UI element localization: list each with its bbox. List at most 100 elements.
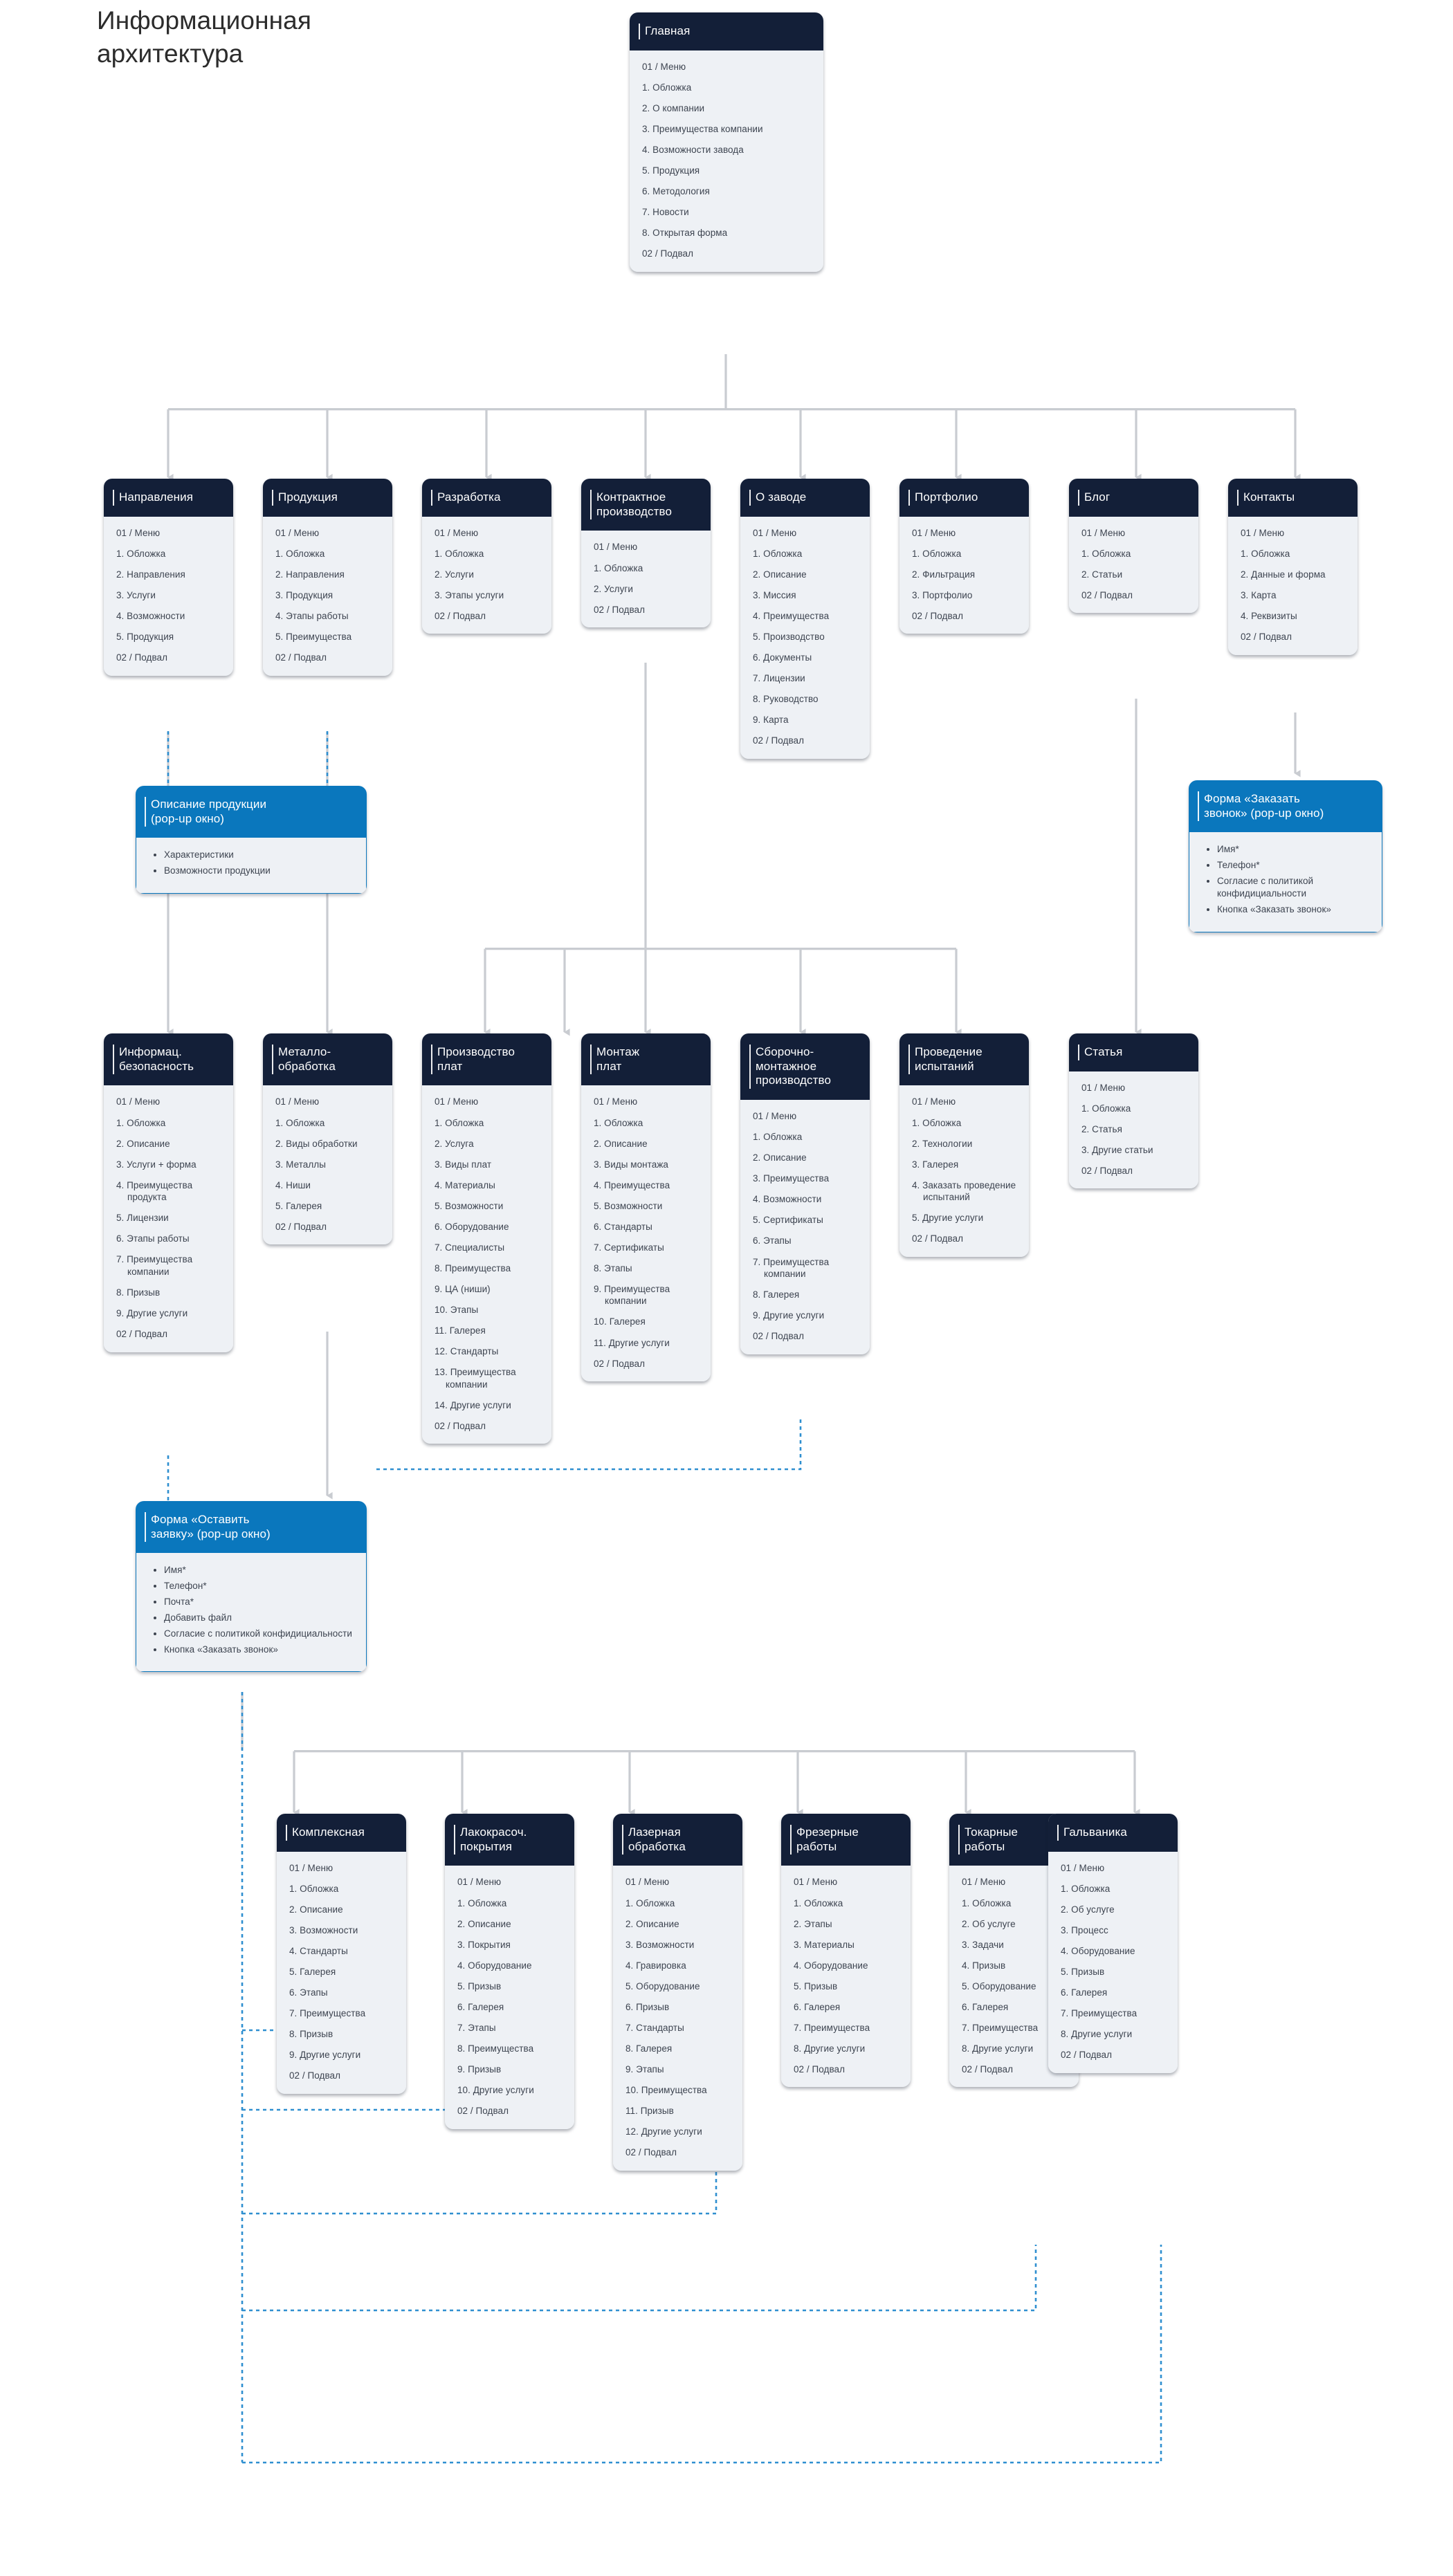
list-item: 2. Описание <box>457 1918 511 1929</box>
node-header: Блог <box>1069 479 1198 517</box>
list-item: 01 / Меню <box>625 1877 670 1888</box>
node-kontakty[interactable]: Контакты 01 / Меню 1. Обложка 2. Данные … <box>1228 479 1358 655</box>
node-galvanika[interactable]: Гальваника 01 / Меню 1. Обложка 2. Об ус… <box>1048 1814 1178 2073</box>
list-item: 8. Другие услуги <box>794 2043 866 2054</box>
list-item: 01 / Меню <box>912 1096 956 1107</box>
node-provedenie-ispytaniy[interactable]: Проведение испытаний 01 / Меню 1. Обложк… <box>899 1033 1029 1257</box>
list-item: 01 / Меню <box>116 1096 161 1107</box>
list-item: 8. Галерея <box>625 2043 673 2054</box>
node-produkciya[interactable]: Продукция 01 / Меню 1. Обложка 2. Направ… <box>263 479 392 676</box>
list-item: 5. Другие услуги <box>912 1213 984 1224</box>
list-item: 5. Оборудование <box>962 1980 1036 1991</box>
list-item: 2. Статья <box>1081 1123 1122 1134</box>
list-item: 8. Преимущества <box>435 1262 511 1273</box>
list-item: 6. Галерея <box>794 2001 841 2012</box>
node-lakokrasochnye-pokrytiya[interactable]: Лакокрасоч. покрытия 01 / Меню 1. Обложк… <box>445 1814 574 2129</box>
node-lazernaya-obrabotka[interactable]: Лазерная обработка 01 / Меню 1. Обложка … <box>613 1814 742 2171</box>
node-informacionnaya-bezopasnost[interactable]: Информац. безопасность 01 / Меню 1. Обло… <box>104 1033 233 1352</box>
list-item: 5. Призыв <box>457 1980 502 1991</box>
list-item: 4. Гравировка <box>625 1960 686 1971</box>
popup-ostavit-zayavku[interactable]: Форма «Оставить заявку» (pop-up окно) Им… <box>136 1501 367 1673</box>
list-item: 3. Продукция <box>275 589 333 600</box>
list-item: 5. Оборудование <box>625 1980 700 1991</box>
list-item: 4. Возможности <box>116 610 185 621</box>
list-item: 02 / Подвал <box>116 1329 168 1340</box>
node-header: Металло- обработка <box>263 1033 392 1086</box>
node-header: Статья <box>1069 1033 1198 1071</box>
node-frezernye-raboty[interactable]: Фрезерные работы 01 / Меню 1. Обложка 2.… <box>781 1814 911 2088</box>
list-item: 01 / Меню <box>642 61 686 72</box>
node-metalloobrabotka[interactable]: Металло- обработка 01 / Меню 1. Обложка … <box>263 1033 392 1245</box>
list-item: 6. Этапы <box>289 1987 328 1998</box>
node-body: 01 / Меню 1. Обложка 2. Данные и форма 3… <box>1228 516 1358 655</box>
node-montazh-plat[interactable]: Монтаж плат 01 / Меню 1. Обложка 2. Опис… <box>581 1033 711 1382</box>
node-header: О заводе <box>740 479 870 517</box>
node-body: 01 / Меню 1. Обложка 2. Об услуге 3. Про… <box>1048 1851 1178 2073</box>
list-item: 1. Обложка <box>642 82 692 93</box>
list-item: 4. Возможности <box>753 1194 822 1205</box>
popup-title: Описание продукции (pop-up окно) <box>151 798 267 825</box>
list-item: 6. Галерея <box>1061 1987 1108 1998</box>
node-title: Проведение испытаний <box>915 1045 983 1073</box>
list-item: 12. Стандарты <box>435 1346 499 1357</box>
node-portfolio[interactable]: Портфолио 01 / Меню 1. Обложка 2. Фильтр… <box>899 479 1029 634</box>
list-item: 02 / Подвал <box>594 1358 646 1369</box>
node-header: Монтаж плат <box>581 1033 711 1086</box>
list-item: 6. Методология <box>642 186 710 197</box>
list-item: 3. Возможности <box>289 1924 358 1935</box>
list-item: 6. Призыв <box>625 2001 670 2012</box>
node-glavnaya[interactable]: Главная 01 / Меню 1. Обложка 2. О компан… <box>630 12 823 272</box>
list-item: 13. Преимущества компании <box>435 1367 516 1390</box>
node-header: Главная <box>630 12 823 50</box>
node-body: 01 / Меню 1. Обложка 2. Технологии 3. Га… <box>899 1085 1029 1257</box>
list-item: 1. Обложка <box>435 548 484 559</box>
node-header: Портфолио <box>899 479 1029 517</box>
node-body: 01 / Меню 1. Обложка 2. Описание 3. Услу… <box>104 1085 233 1352</box>
list-item: Кнопка «Заказать звонок» <box>1217 903 1372 916</box>
node-header: Фрезерные работы <box>781 1814 911 1866</box>
list-item: 5. Галерея <box>289 1966 336 1977</box>
node-header: Проведение испытаний <box>899 1033 1029 1086</box>
list-item: 2. Фильтрация <box>912 569 976 580</box>
node-title: Главная <box>645 24 691 37</box>
list-item: 1. Обложка <box>1241 548 1290 559</box>
node-title: Монтаж плат <box>596 1045 640 1073</box>
list-item: 1. Обложка <box>289 1883 339 1894</box>
node-header: Информац. безопасность <box>104 1033 233 1086</box>
node-sborochno-montazhnoe-proizvodstvo[interactable]: Сборочно- монтажное производство 01 / Ме… <box>740 1033 870 1354</box>
list-item: 6. Галерея <box>962 2001 1009 2012</box>
node-body: 01 / Меню 1. Обложка 2. Виды обработки 3… <box>263 1085 392 1245</box>
node-kompleksnaya[interactable]: Комплексная 01 / Меню 1. Обложка 2. Опис… <box>277 1814 406 2094</box>
list-item: 3. Услуги <box>116 589 156 600</box>
list-item: 8. Открытая форма <box>642 228 728 239</box>
list-item: 01 / Меню <box>753 1111 797 1122</box>
node-razrabotka[interactable]: Разработка 01 / Меню 1. Обложка 2. Услуг… <box>422 479 551 634</box>
list-item: 11. Призыв <box>625 2105 674 2116</box>
list-item: 10. Другие услуги <box>457 2084 534 2095</box>
list-item: 4. Реквизиты <box>1241 610 1297 621</box>
node-napravleniya[interactable]: Направления 01 / Меню 1. Обложка 2. Напр… <box>104 479 233 676</box>
list-item: 5. Возможности <box>435 1200 504 1211</box>
list-item: 2. Данные и форма <box>1241 569 1326 580</box>
node-title: О заводе <box>756 490 807 504</box>
list-item: 01 / Меню <box>1081 527 1126 538</box>
list-item: 3. Галерея <box>912 1159 959 1170</box>
list-item: 9. Другие услуги <box>116 1307 188 1318</box>
popup-opisanie-produkcii[interactable]: Описание продукции (pop-up окно) Характе… <box>136 786 367 894</box>
node-proizvodstvo-plat[interactable]: Производство плат 01 / Меню 1. Обложка 2… <box>422 1033 551 1444</box>
node-body: 01 / Меню 1. Обложка 2. Описание 3. Преи… <box>740 1100 870 1354</box>
node-kontraktnoe-proizvodstvo[interactable]: Контрактное производство 01 / Меню 1. Об… <box>581 479 711 628</box>
node-title: Информац. безопасность <box>119 1045 194 1073</box>
popup-zakazat-zvonok[interactable]: Форма «Заказать звонок» (pop-up окно) Им… <box>1189 780 1382 932</box>
list-item: 5. Продукция <box>642 165 700 176</box>
list-item: 4. Этапы работы <box>275 610 349 621</box>
node-statya[interactable]: Статья 01 / Меню 1. Обложка 2. Статья 3.… <box>1069 1033 1198 1189</box>
list-item: 1. Обложка <box>594 562 643 573</box>
node-title: Комплексная <box>292 1825 365 1839</box>
list-item: 9. Карта <box>753 715 789 726</box>
node-o-zavode[interactable]: О заводе 01 / Меню 1. Обложка 2. Описани… <box>740 479 870 759</box>
node-blog[interactable]: Блог 01 / Меню 1. Обложка 2. Статьи 02 /… <box>1069 479 1198 614</box>
list-item: 1. Обложка <box>116 1117 166 1128</box>
node-body: 01 / Меню 1. Обложка 2. Услуга 3. Виды п… <box>422 1085 551 1444</box>
